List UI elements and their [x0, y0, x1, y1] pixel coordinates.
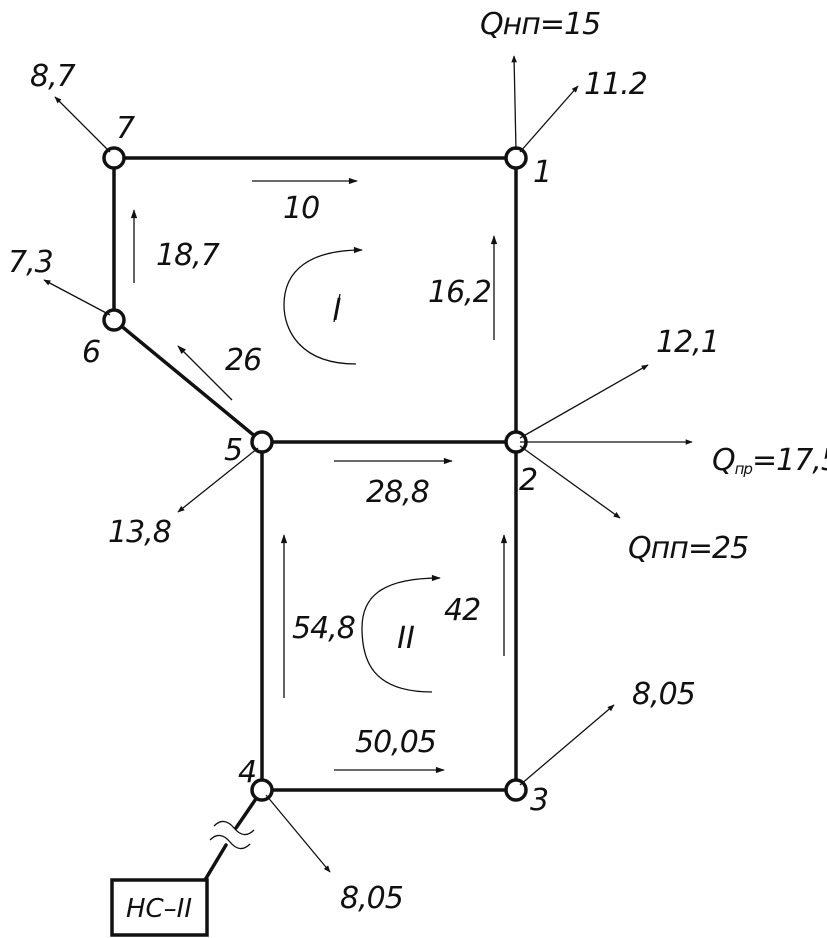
demand-arrow-4: [265, 794, 331, 873]
node-1: [504, 146, 528, 170]
ring-1-label-stroke: [333, 293, 341, 323]
demand-arrow-6: [43, 279, 111, 316]
flow-label-5-2: 28,8: [366, 475, 429, 510]
node-label-1: 1: [533, 155, 551, 190]
flow-label-3-2: 42: [444, 593, 480, 628]
demand-label-2-b-main: Q: [712, 443, 735, 478]
flow-labels: 10 18,7 16,2 26 28,8 54,8 42 50,05: [156, 191, 492, 760]
flow-label-4-5: 54,8: [292, 611, 355, 646]
node-label-6: 6: [82, 335, 100, 370]
demand-label-2-a: 12,1: [656, 325, 719, 360]
flow-label-6-7: 18,7: [156, 238, 220, 273]
demand-label-7: 8,7: [30, 59, 76, 94]
pipe-5-6: [112, 318, 264, 444]
node-label-4: 4: [238, 755, 256, 790]
flow-arrow-5-6: [177, 345, 233, 401]
ring-1: I: [283, 246, 363, 365]
pipe-break-symbol: [209, 820, 255, 850]
node-label-5: 5: [224, 433, 242, 468]
demand-label-6: 7,3: [8, 245, 53, 280]
node-label-3: 3: [530, 783, 548, 818]
demand-arrow-2-a: [519, 364, 649, 439]
node-5: [250, 430, 274, 454]
flow-label-2-1: 16,2: [428, 275, 491, 310]
demand-arrow-3: [519, 704, 615, 786]
pump-station: НС–II: [110, 878, 209, 937]
pipes: [112, 156, 518, 882]
ring-1-circulation-arrow: [283, 246, 363, 365]
demand-label-2-b-value: =17,5: [752, 443, 827, 478]
demand-arrow-2-c: [519, 445, 621, 519]
pipe-inlet: [203, 788, 264, 882]
demand-label-4: 8,05: [340, 881, 403, 916]
ring-2: II: [361, 574, 441, 693]
demand-label-2-b-sub: пр: [735, 460, 753, 478]
demand-label-3: 8,05: [632, 677, 695, 712]
demand-arrow-1: [519, 85, 579, 153]
demand-arrow-5: [177, 447, 259, 513]
demand-label-5: 13,8: [108, 515, 171, 550]
pump-station-label: НС–II: [126, 894, 192, 924]
flow-label-5-6: 26: [225, 343, 261, 378]
ring-2-circulation-arrow: [361, 574, 441, 693]
demand-label-2-c: Qпп=25: [628, 531, 748, 566]
node-4: [250, 778, 274, 802]
demand-arrow-7: [54, 96, 111, 153]
demand-label-1-top: Qнп=15: [480, 7, 600, 42]
flow-arrows: [130, 177, 508, 774]
node-label-7: 7: [116, 111, 135, 146]
node-labels: 1 2 3 4 5 6 7: [82, 111, 552, 818]
demand-label-1: 11.2: [584, 67, 647, 102]
node-label-2: 2: [519, 463, 537, 498]
demand-arrow-1-up: [511, 55, 517, 151]
ring-2-label: II: [397, 621, 415, 656]
node-7: [102, 146, 126, 170]
demand-labels: 8,7 7,3 13,8 Qнп=15 11.2 12,1 Qпр=17,5 Q…: [8, 7, 827, 916]
flow-label-7-1: 10: [283, 191, 319, 226]
flow-label-4-3: 50,05: [355, 725, 436, 760]
demand-label-2-b: Qпр=17,5: [712, 443, 827, 478]
demand-arrows: [43, 55, 693, 873]
